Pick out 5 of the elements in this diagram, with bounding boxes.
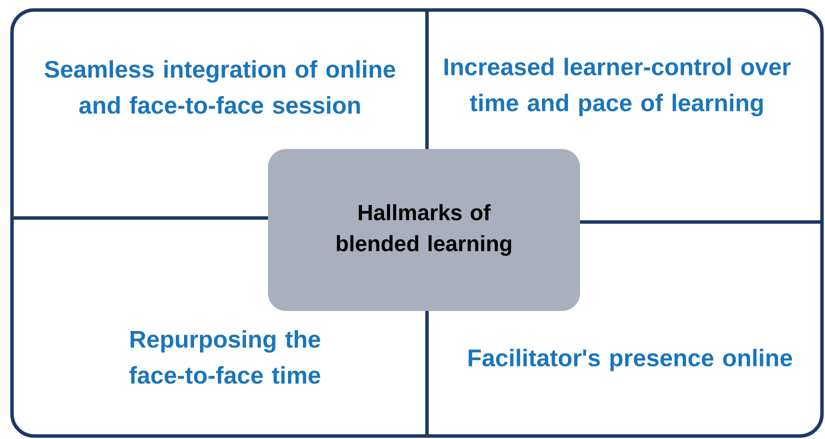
quadrant-text: Repurposing the face-to-face time [129, 330, 320, 384]
center-box: Hallmarks of blended learning [268, 149, 580, 311]
quadrant-text: Increased learner-control over time and pace of learning [444, 58, 791, 116]
quadrant-text: Facilitator's presence online [468, 348, 792, 372]
quadrant-text: Seamless integration of online and face-to-face session [44, 60, 396, 114]
